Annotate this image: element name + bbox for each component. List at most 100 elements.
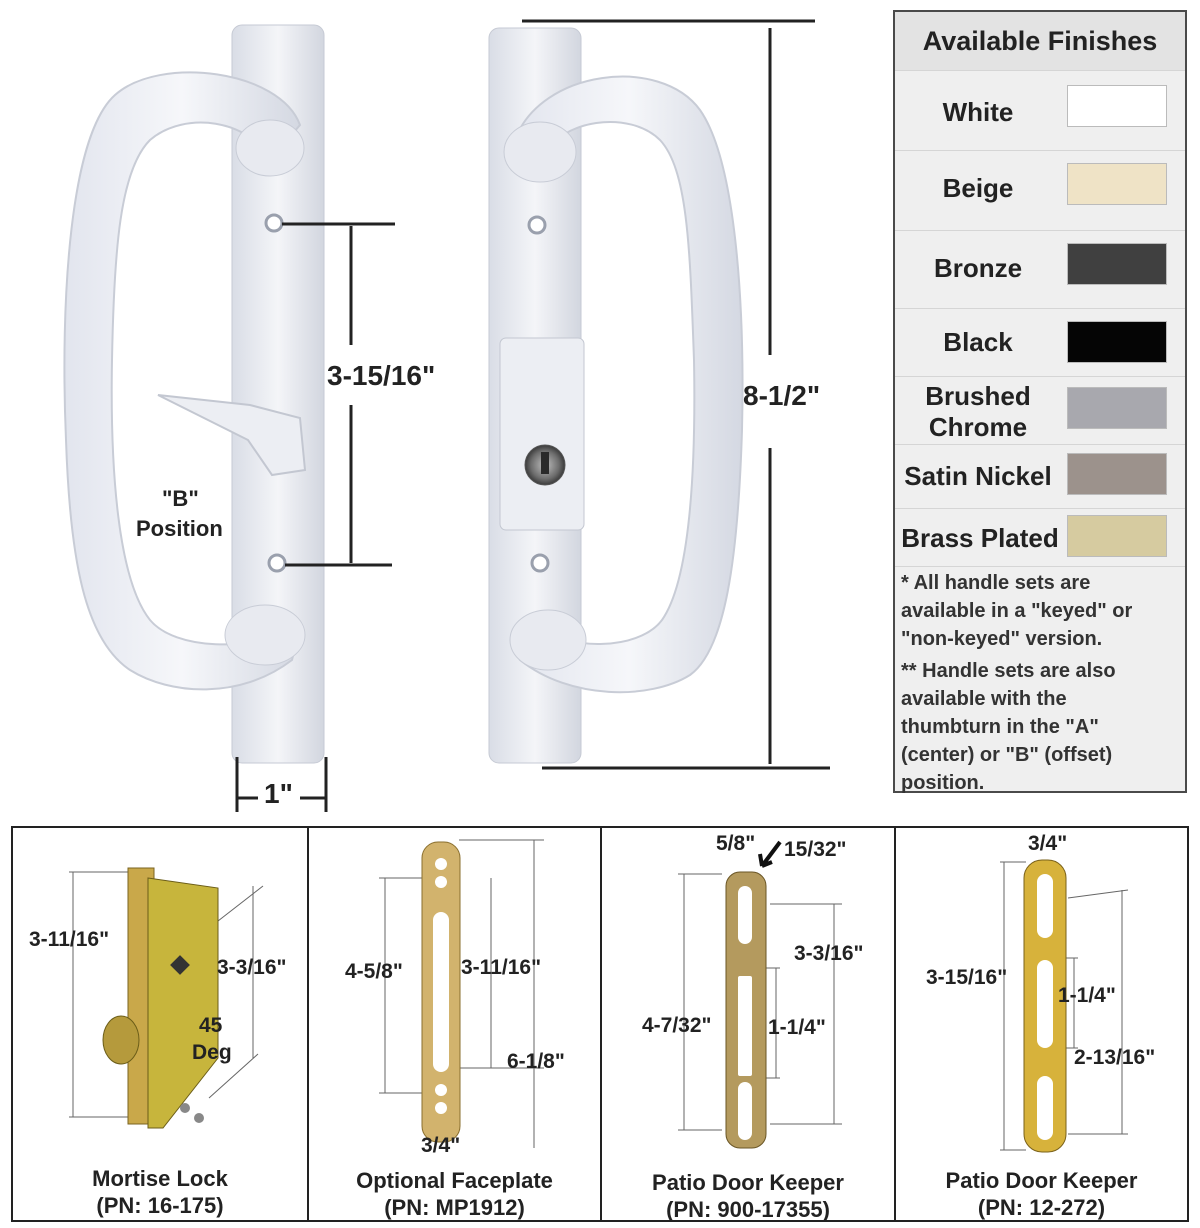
- exterior-grip-bottom-cap: [509, 609, 587, 671]
- finish-name: Brass Plated: [901, 523, 1059, 553]
- finish-swatch: [1067, 453, 1167, 495]
- keeper-slot-mid: [1037, 960, 1053, 1048]
- thumbturn-icon: [157, 394, 307, 477]
- finish-name: White: [942, 97, 1014, 127]
- finish-row-brass-plated: Brass Plated: [895, 508, 1185, 567]
- finishes-title: Available Finishes: [895, 12, 1185, 70]
- height-dimension: [522, 19, 830, 770]
- screw-hole-bottom: [267, 553, 287, 573]
- handle-illustrations: [63, 19, 830, 812]
- part-number: (PN: 900-17355): [666, 1197, 830, 1222]
- finish-row-bronze: Bronze: [895, 230, 1185, 309]
- finish-swatch: [1067, 163, 1167, 205]
- dim-height: 3-11/16": [29, 928, 110, 951]
- spacing-label: 3-15/16": [327, 360, 436, 391]
- interior-grip-top-cap: [235, 119, 305, 177]
- part-number: (PN: MP1912): [384, 1195, 525, 1220]
- dim-slot: 1-1/4": [1058, 984, 1116, 1007]
- screw-icon: [180, 1103, 190, 1113]
- faceplate-hole: [435, 1102, 447, 1114]
- arrow-icon: [758, 840, 782, 868]
- dim-overall: 4-5/8": [345, 960, 403, 983]
- mortise-cylinder: [102, 1015, 140, 1065]
- position-label-line2: Position: [136, 516, 223, 541]
- faceplate-hole: [435, 858, 447, 870]
- mortise-lock-illustration: [69, 867, 264, 1129]
- keeper-slot-bottom: [1037, 1076, 1053, 1140]
- finish-name: Beige: [942, 173, 1014, 203]
- mortise-body: [147, 877, 219, 1129]
- finish-swatch: [1067, 387, 1167, 429]
- finishes-panel: Available Finishes White Beige Bronze Bl…: [893, 10, 1187, 794]
- exterior-screw-bottom: [530, 553, 550, 573]
- lock-housing: [499, 337, 585, 531]
- note-line: available in a "keyed" or: [901, 600, 1133, 622]
- part-name: Patio Door Keeper: [652, 1170, 844, 1195]
- screw-hole-top: [264, 213, 284, 233]
- finish-row-satin-nickel: Satin Nickel: [895, 444, 1185, 509]
- keeper-slot-top: [1037, 874, 1053, 938]
- note-line: * All handle sets are: [901, 572, 1091, 594]
- finish-row-black: Black: [895, 308, 1185, 377]
- part-name: Optional Faceplate: [356, 1168, 553, 1193]
- finish-swatch: [1067, 85, 1167, 127]
- note-line: available with the: [901, 688, 1067, 710]
- interior-plate: [231, 24, 325, 764]
- part-number: (PN: 16-175): [96, 1193, 224, 1218]
- width-label: 1": [264, 778, 293, 809]
- dim-total: 6-1/8": [507, 1050, 565, 1073]
- faceplate-hole: [435, 876, 447, 888]
- screw-icon: [194, 1113, 204, 1123]
- faceplate-hole: [435, 1084, 447, 1096]
- finish-name: Satin Nickel: [904, 461, 1052, 491]
- part-number: (PN: 12-272): [977, 1195, 1106, 1220]
- dim-thickness: 15/32": [784, 838, 847, 861]
- note-line: thumbturn in the "A": [901, 716, 1099, 738]
- note-line: (center) or "B" (offset): [901, 744, 1113, 766]
- dim-angle: 45: [199, 1014, 223, 1037]
- finish-name: Bronze: [933, 253, 1023, 283]
- dim-overall: 4-7/32": [642, 1014, 712, 1037]
- spacing-dimension: [282, 222, 395, 567]
- finish-name-line2: Chrome: [928, 412, 1028, 442]
- dim-width: 3/4": [421, 1134, 461, 1157]
- position-label-line1: "B": [162, 486, 199, 511]
- faceplate-illustration: [379, 839, 544, 1148]
- dim-slot: 3-11/16": [461, 956, 542, 979]
- keyway: [541, 452, 549, 474]
- finish-row-beige: Beige: [895, 150, 1185, 231]
- dim-width: 3/4": [1028, 832, 1068, 855]
- parts-strip: 3-11/16" 3-3/16" 45 Deg Mortise Lock (PN…: [11, 826, 1189, 1222]
- finish-name-line1: Brushed: [925, 381, 1031, 411]
- height-label: 8-1/2": [743, 380, 821, 411]
- exterior-handle: [488, 27, 744, 764]
- interior-grip-bottom-cap: [224, 604, 306, 666]
- part-optional-faceplate: 4-5/8" 3-11/16" 6-1/8" 3/4" Optional Fac…: [309, 828, 602, 1220]
- keeper-slot-mid: [738, 976, 752, 1076]
- keeper-1-illustration: [678, 840, 842, 1149]
- width-dimension: [235, 757, 328, 812]
- finish-swatch: [1067, 515, 1167, 557]
- finish-swatch: [1067, 243, 1167, 285]
- keeper-2-illustration: [1000, 859, 1129, 1153]
- dim-latch: 3-3/16": [217, 956, 287, 979]
- dim-overall: 3-15/16": [926, 966, 1008, 989]
- dim-slot: 1-1/4": [768, 1016, 826, 1039]
- dim-width: 5/8": [716, 832, 756, 855]
- dim-spacing: 2-13/16": [1074, 1046, 1156, 1069]
- dim-spacing: 3-3/16": [794, 942, 864, 965]
- finish-name: Black: [943, 327, 1013, 357]
- part-patio-keeper-1: 5/8" 15/32" 3-3/16" 4-7/32" 1-1/4" Patio…: [602, 828, 896, 1222]
- finish-row-brushed-chrome: Brushed Chrome: [895, 376, 1185, 445]
- finish-swatch: [1067, 321, 1167, 363]
- finish-notes: * All handle sets are available in a "ke…: [895, 566, 1185, 794]
- finish-row-white: White: [895, 70, 1185, 151]
- part-name: Mortise Lock: [92, 1166, 228, 1191]
- keeper-slot-top: [738, 886, 752, 944]
- faceplate-slot: [433, 912, 449, 1072]
- keeper-slot-bottom: [738, 1082, 752, 1140]
- note-line: ** Handle sets are also: [901, 660, 1116, 682]
- note-line: "non-keyed" version.: [901, 628, 1103, 650]
- part-name: Patio Door Keeper: [945, 1168, 1138, 1193]
- exterior-screw-top: [527, 215, 547, 235]
